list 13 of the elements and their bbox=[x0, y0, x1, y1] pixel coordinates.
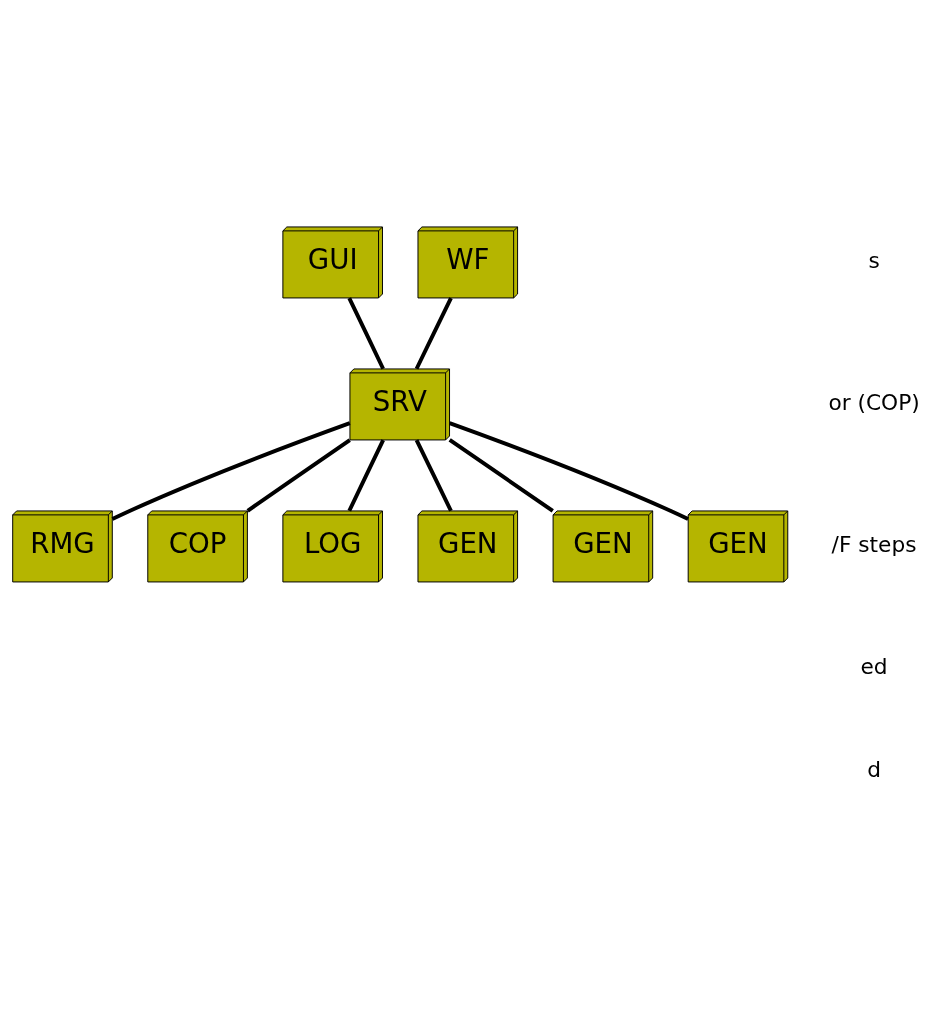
connector bbox=[414, 439, 453, 512]
label: s bbox=[868, 247, 880, 273]
label: or (COP) bbox=[828, 389, 920, 415]
connector bbox=[111, 421, 351, 521]
label: d bbox=[867, 756, 881, 782]
connector bbox=[347, 297, 385, 370]
label: /F steps bbox=[831, 531, 917, 557]
connector bbox=[347, 439, 385, 512]
connector bbox=[448, 421, 689, 521]
connector bbox=[414, 297, 453, 370]
label: ed bbox=[860, 654, 888, 680]
connector bbox=[246, 438, 351, 513]
connector bbox=[448, 438, 554, 513]
